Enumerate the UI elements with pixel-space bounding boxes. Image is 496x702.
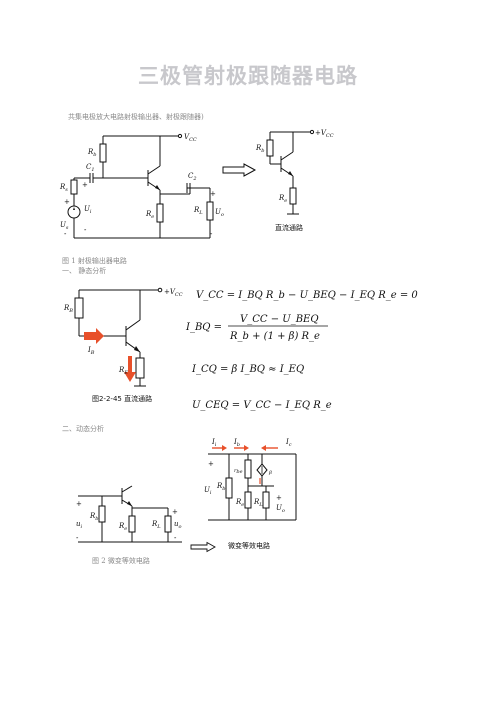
- uo-plus: +: [210, 190, 216, 198]
- ui-minus: -: [84, 226, 87, 234]
- dyn-uo-plus: +: [172, 508, 178, 516]
- dyn-uo-minus: -: [174, 534, 177, 542]
- dyn-rb-label: Rb: [89, 512, 98, 522]
- dyn-rl-label: RL: [151, 520, 161, 530]
- eq-rl-label: RL: [253, 498, 263, 508]
- dc-path-circuit: +VCC Rb Re 直流通路: [255, 129, 334, 232]
- re-label: Re: [145, 210, 154, 220]
- vcc-label: VCC: [184, 133, 197, 143]
- dyn-ib-label: Ib: [233, 438, 240, 448]
- equation-ibq-denominator: R_b + (1 + β) R_e: [229, 331, 320, 342]
- eq-rb-label: Rb: [216, 482, 225, 492]
- emitter-follower-circuit: VCC Rb C1 C2 Rs + Ui - + Us - Re RL + Uo…: [59, 133, 224, 239]
- section-static: 一、 静态分析: [62, 267, 107, 275]
- figure2-caption: 图 2 微变等效电路: [92, 557, 150, 565]
- eq-uo-label: Uo: [276, 504, 285, 514]
- dc-re-label: Re: [278, 194, 287, 204]
- static-re-label: RE: [118, 366, 128, 376]
- equation-ibq-lhs: I_BQ =: [185, 322, 222, 333]
- eq-ui-plus: +: [208, 460, 214, 468]
- dyn-ui-label: ui: [76, 520, 83, 530]
- dc-vcc-label: +VCC: [315, 129, 334, 139]
- eq-beta-label: β: [268, 470, 272, 476]
- us-minus: -: [64, 230, 67, 238]
- dyn-ui-plus: +: [76, 500, 82, 508]
- eq-re-label: Re: [235, 498, 244, 508]
- static-ib-label: IB: [87, 346, 95, 356]
- eq-circuit-caption: 微变等效电路: [228, 541, 270, 550]
- eq-ui-label: Ui: [204, 486, 212, 496]
- intro-text: 共集电极放大电路射极输出器、射极跟随器): [68, 113, 204, 121]
- ui-plus: +: [82, 181, 88, 189]
- ac-circuit: + ui - Rb Re RL + uo -: [76, 485, 182, 543]
- arrow-right-small-icon: [190, 541, 216, 553]
- small-signal-circuit: Ii Ib Ic + Ui Rb rbe β Re RL + Uo 微变等效电路: [204, 438, 297, 550]
- static-equations: V_CC = I_BQ R_b − U_BEQ − I_EQ R_e = 0 I…: [185, 290, 418, 411]
- static-vcc-label: +VCC: [164, 288, 183, 298]
- c2-label: C2: [188, 172, 197, 182]
- page-title: 三极管射极跟随器电路: [138, 64, 358, 88]
- rl-label: RL: [193, 206, 203, 216]
- dyn-uo-label: uo: [174, 520, 182, 530]
- dc-path-caption: 直流通路: [275, 223, 303, 232]
- equation-icq: I_CQ = β I_BQ ≈ I_EQ: [191, 364, 304, 375]
- dyn-re-label: Re: [118, 522, 127, 532]
- dyn-ii-label: Ii: [211, 438, 217, 448]
- static-rb-label: RB: [63, 304, 73, 314]
- dyn-ic-label: Ic: [285, 438, 292, 448]
- uo-label: Uo: [215, 208, 224, 218]
- c1-label: C1: [86, 163, 95, 173]
- dyn-ui-minus: -: [76, 534, 79, 542]
- eq-uo-plus: +: [276, 494, 282, 502]
- rb-label: Rb: [87, 148, 96, 158]
- us-plus: +: [64, 198, 70, 206]
- uo-minus: -: [210, 230, 213, 238]
- static-caption: 图2-2-45 直流通路: [92, 394, 152, 403]
- equation-ibq-numerator: V_CC − U_BEQ: [240, 314, 319, 325]
- static-analysis-circuit: +VCC RB IB RE 图2-2-45 直流通路: [63, 287, 183, 403]
- arrow-right-icon: [222, 163, 257, 177]
- equation-uceq: U_CEQ = V_CC − I_EQ R_e: [192, 400, 332, 411]
- eq-rbe-label: rbe: [234, 468, 243, 475]
- dc-rb-label: Rb: [255, 144, 264, 154]
- section-dynamic: 二、动态分析: [62, 425, 104, 433]
- figure1-caption: 图 1 射极输出器电路: [62, 257, 127, 265]
- ui-label: Ui: [84, 205, 92, 215]
- rs-label: Rs: [59, 183, 68, 193]
- us-label: Us: [60, 221, 69, 231]
- equation-kvl: V_CC = I_BQ R_b − U_BEQ − I_EQ R_e = 0: [196, 290, 418, 301]
